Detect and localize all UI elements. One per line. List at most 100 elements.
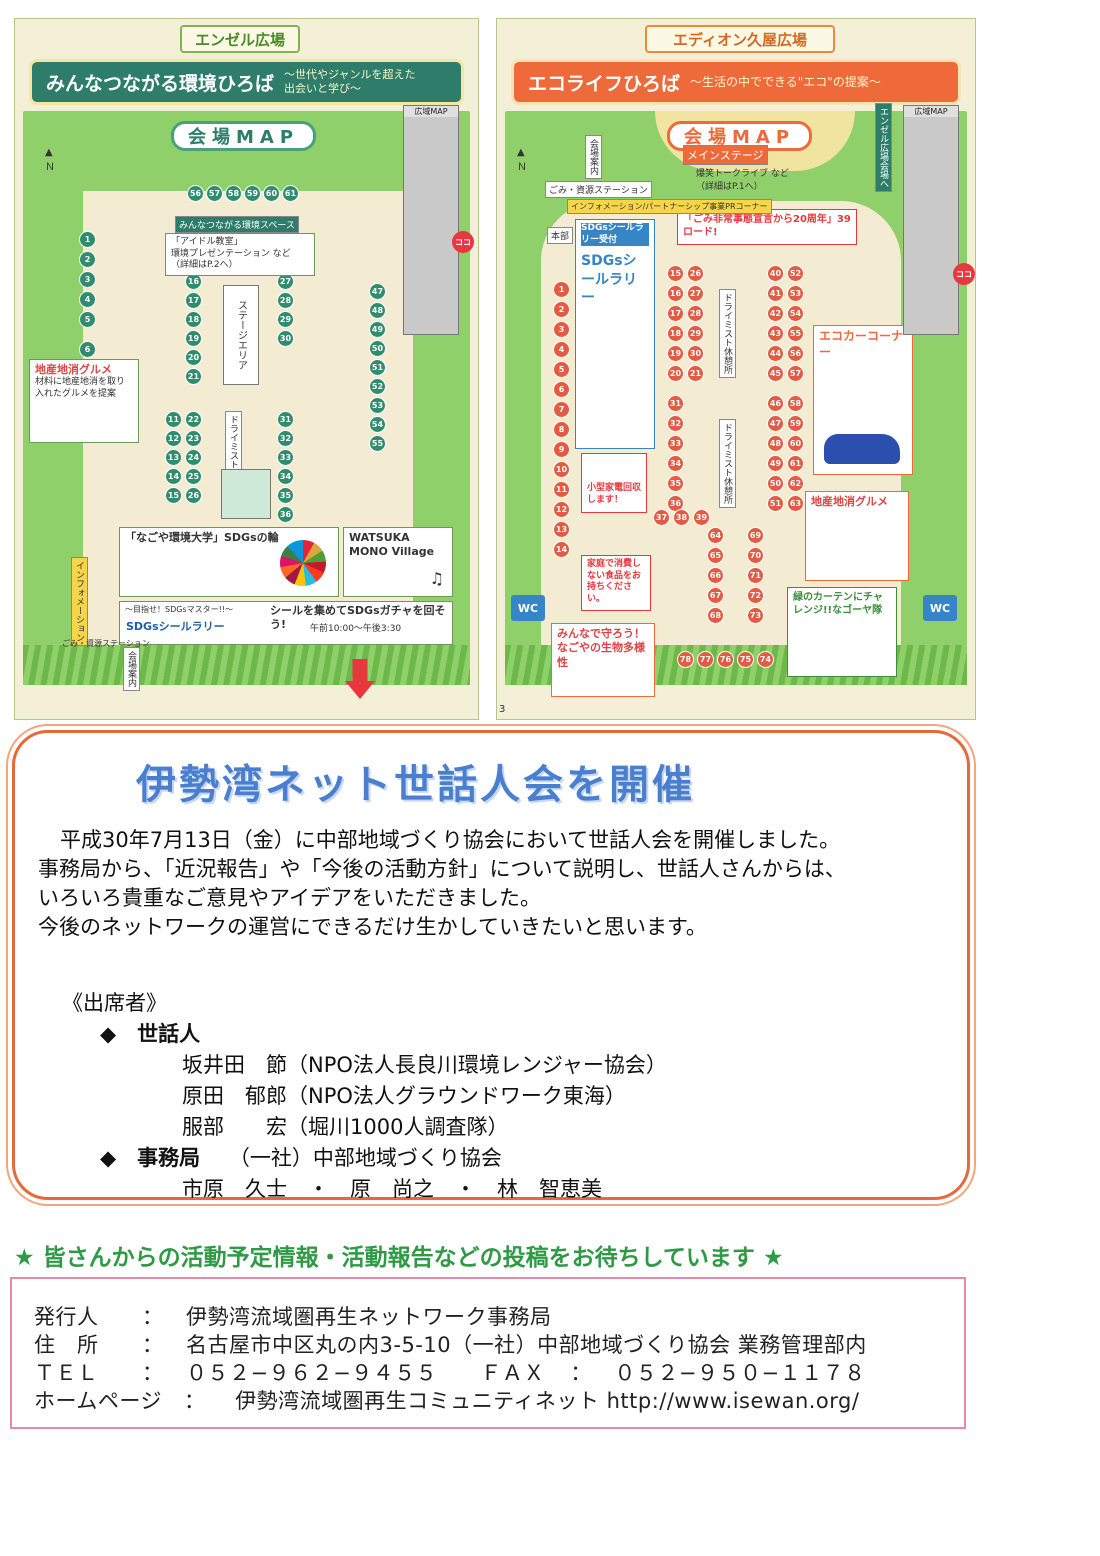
booth-7: 7 bbox=[553, 401, 570, 418]
booth-28: 28 bbox=[687, 305, 704, 322]
booth-57: 57 bbox=[206, 185, 223, 202]
left-venue-map: エンゼル広場 みんなつながる環境ひろば 〜世代やジャンルを超えた出会いと学び〜 … bbox=[14, 18, 479, 720]
right-info-label: インフォメーション/パートナーシップ事業PRコーナー bbox=[567, 199, 772, 214]
music-note-icon: ♫ bbox=[429, 569, 444, 589]
article-title: 伊勢湾ネット世話人会を開催 bbox=[136, 762, 695, 808]
booth-23: 23 bbox=[185, 430, 202, 447]
booth-10: 10 bbox=[553, 461, 570, 478]
article-paragraph-4: 今後のネットワークの運営にできるだけ生かしていきたいと思います。 bbox=[38, 915, 707, 939]
left-wide-area-map: 広域MAP bbox=[403, 105, 459, 335]
booth-48: 48 bbox=[369, 302, 386, 319]
booth-50: 50 bbox=[767, 475, 784, 492]
booth-2: 2 bbox=[79, 251, 96, 268]
booth-49: 49 bbox=[767, 455, 784, 472]
left-map-tag: エンゼル広場 bbox=[180, 25, 300, 53]
article-paragraph-2: 事務局から、「近況報告」や「今後の活動方針」について説明し、世話人さんからは、 bbox=[38, 857, 846, 881]
booth-77: 77 bbox=[697, 651, 714, 668]
booth-43: 43 bbox=[767, 325, 784, 342]
booth-12: 12 bbox=[165, 430, 182, 447]
booth-69: 69 bbox=[747, 527, 764, 544]
left-space-desc: 「アイドル教室」環境プレゼンテーション など（詳細はP.2へ） bbox=[165, 233, 315, 277]
booth-1: 1 bbox=[79, 231, 96, 248]
page-number: 3 bbox=[499, 704, 506, 715]
booth-63: 63 bbox=[787, 495, 804, 512]
right-wide-area-map: 広域MAP bbox=[903, 105, 959, 335]
left-banner-title: みんなつながる環境ひろば bbox=[46, 72, 275, 95]
booth-64: 64 bbox=[707, 527, 724, 544]
booth-48: 48 bbox=[767, 435, 784, 452]
booth-18: 18 bbox=[185, 311, 202, 328]
footer-box: 発行人：伊勢湾流域圏再生ネットワーク事務局 住 所：名古屋市中区丸の内3-5-1… bbox=[10, 1277, 966, 1429]
article-frame bbox=[12, 730, 970, 1200]
booth-22: 22 bbox=[185, 411, 202, 428]
booth-21: 21 bbox=[185, 368, 202, 385]
booth-19: 19 bbox=[667, 345, 684, 362]
office-org: （一社）中部地域づくり協会 bbox=[228, 1146, 502, 1170]
booth-36: 36 bbox=[277, 506, 294, 523]
article-paragraph-3: いろいろ貴重なご意見やアイデアをいただきました。 bbox=[38, 886, 541, 910]
booth-27: 27 bbox=[687, 285, 704, 302]
booth-17: 17 bbox=[185, 292, 202, 309]
north-arrow-icon: ▲Ｎ bbox=[45, 147, 55, 173]
booth-4: 4 bbox=[79, 291, 96, 308]
booth-42: 42 bbox=[767, 305, 784, 322]
booth-34: 34 bbox=[277, 468, 294, 485]
booth-30: 30 bbox=[687, 345, 704, 362]
booth-50: 50 bbox=[369, 340, 386, 357]
booth-46: 46 bbox=[767, 395, 784, 412]
left-stage-area: ステージエリア bbox=[223, 285, 259, 385]
north-arrow-icon-right: ▲Ｎ bbox=[517, 147, 527, 173]
booth-15: 15 bbox=[165, 487, 182, 504]
right-venue-map: エディオン久屋広場 エコライフひろば 〜生活の中でできる"エコ"の提案〜 会場M… bbox=[496, 18, 976, 720]
booth-38: 38 bbox=[673, 509, 690, 526]
booth-59: 59 bbox=[787, 415, 804, 432]
booth-59: 59 bbox=[244, 185, 261, 202]
right-trash-label: ごみ・資源ステーション bbox=[545, 181, 652, 198]
booth-76: 76 bbox=[717, 651, 734, 668]
attendees-heading: 《出席者》 bbox=[62, 991, 167, 1015]
booth-6: 6 bbox=[553, 381, 570, 398]
right-food-box: 家庭で消費しない食品をお持ちください。 bbox=[581, 555, 651, 611]
booth-13: 13 bbox=[553, 521, 570, 538]
booth-51: 51 bbox=[767, 495, 784, 512]
sewanin-member-3: 服部 宏（堀川1000人調査隊） bbox=[182, 1115, 509, 1139]
right-main-stage-title: メインステージ bbox=[683, 145, 768, 165]
booth-65: 65 bbox=[707, 547, 724, 564]
booth-31: 31 bbox=[277, 411, 294, 428]
booth-56: 56 bbox=[187, 185, 204, 202]
booth-45: 45 bbox=[767, 365, 784, 382]
booth-24: 24 bbox=[185, 449, 202, 466]
booth-40: 40 bbox=[767, 265, 784, 282]
booth-30: 30 bbox=[277, 330, 294, 347]
office-row: ◆ 事務局 （一社）中部地域づくり協会 bbox=[62, 1143, 942, 1174]
left-gourmet-box: 地産地消グルメ 材料に地産地消を取り入れたグルメを提案 bbox=[29, 359, 139, 443]
sewanin-label: ◆ 世話人 bbox=[100, 1022, 201, 1046]
booth-72: 72 bbox=[747, 587, 764, 604]
right-stage-desc: 爆笑トークライブ など（詳細はP.1へ） bbox=[696, 169, 789, 192]
booth-37: 37 bbox=[653, 509, 670, 526]
booth-15: 15 bbox=[667, 265, 684, 282]
booth-34: 34 bbox=[667, 455, 684, 472]
booth-33: 33 bbox=[667, 435, 684, 452]
left-banner-subtitle: 〜世代やジャンルを超えた出会いと学び〜 bbox=[284, 68, 416, 95]
left-map-grass bbox=[23, 645, 470, 685]
right-biodiversity-box: みんなで守ろう！なごやの生物多様性 bbox=[551, 623, 655, 697]
booth-53: 53 bbox=[369, 397, 386, 414]
booth-3: 3 bbox=[553, 321, 570, 338]
booth-39: 39 bbox=[693, 509, 710, 526]
left-info-label: インフォメーション bbox=[71, 557, 88, 646]
booth-18: 18 bbox=[667, 325, 684, 342]
left-rally-box: 〜目指せ！SDGsマスター!!〜 SDGsシールラリー シールを集めてSDGsガ… bbox=[119, 601, 453, 645]
booth-58: 58 bbox=[787, 395, 804, 412]
booth-62: 62 bbox=[787, 475, 804, 492]
booth-20: 20 bbox=[667, 365, 684, 382]
booth-47: 47 bbox=[767, 415, 784, 432]
booth-75: 75 bbox=[737, 651, 754, 668]
booth-52: 52 bbox=[369, 378, 386, 395]
booth-52: 52 bbox=[787, 265, 804, 282]
booth-9: 9 bbox=[553, 441, 570, 458]
homepage-link[interactable]: 伊勢湾流域圏再生コミュニティネット http://www.isewan.org/ bbox=[235, 1389, 860, 1413]
booth-26: 26 bbox=[687, 265, 704, 282]
booth-78: 78 bbox=[677, 651, 694, 668]
booth-33: 33 bbox=[277, 449, 294, 466]
